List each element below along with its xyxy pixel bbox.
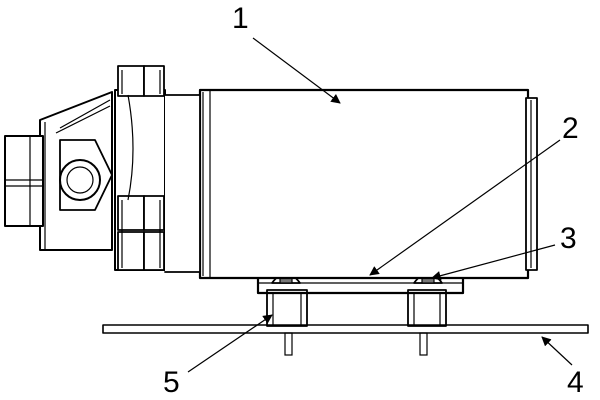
leader-4 [541,336,573,366]
bolt-studs [284,332,428,356]
pump-head [4,65,201,273]
label-motor: 1 [232,2,249,35]
leader-2 [369,139,561,276]
label-fastener: 3 [560,222,577,255]
label-bracket-plate: 2 [562,112,579,145]
leader-5 [187,314,273,373]
motor-body [198,88,538,280]
leader-lines [187,37,573,373]
label-mount-foot: 5 [163,366,180,399]
label-base-plate: 4 [567,366,584,399]
leader-1 [252,37,341,104]
mount-feet [266,289,447,327]
leader-3 [431,244,556,281]
base-plate [102,324,589,334]
